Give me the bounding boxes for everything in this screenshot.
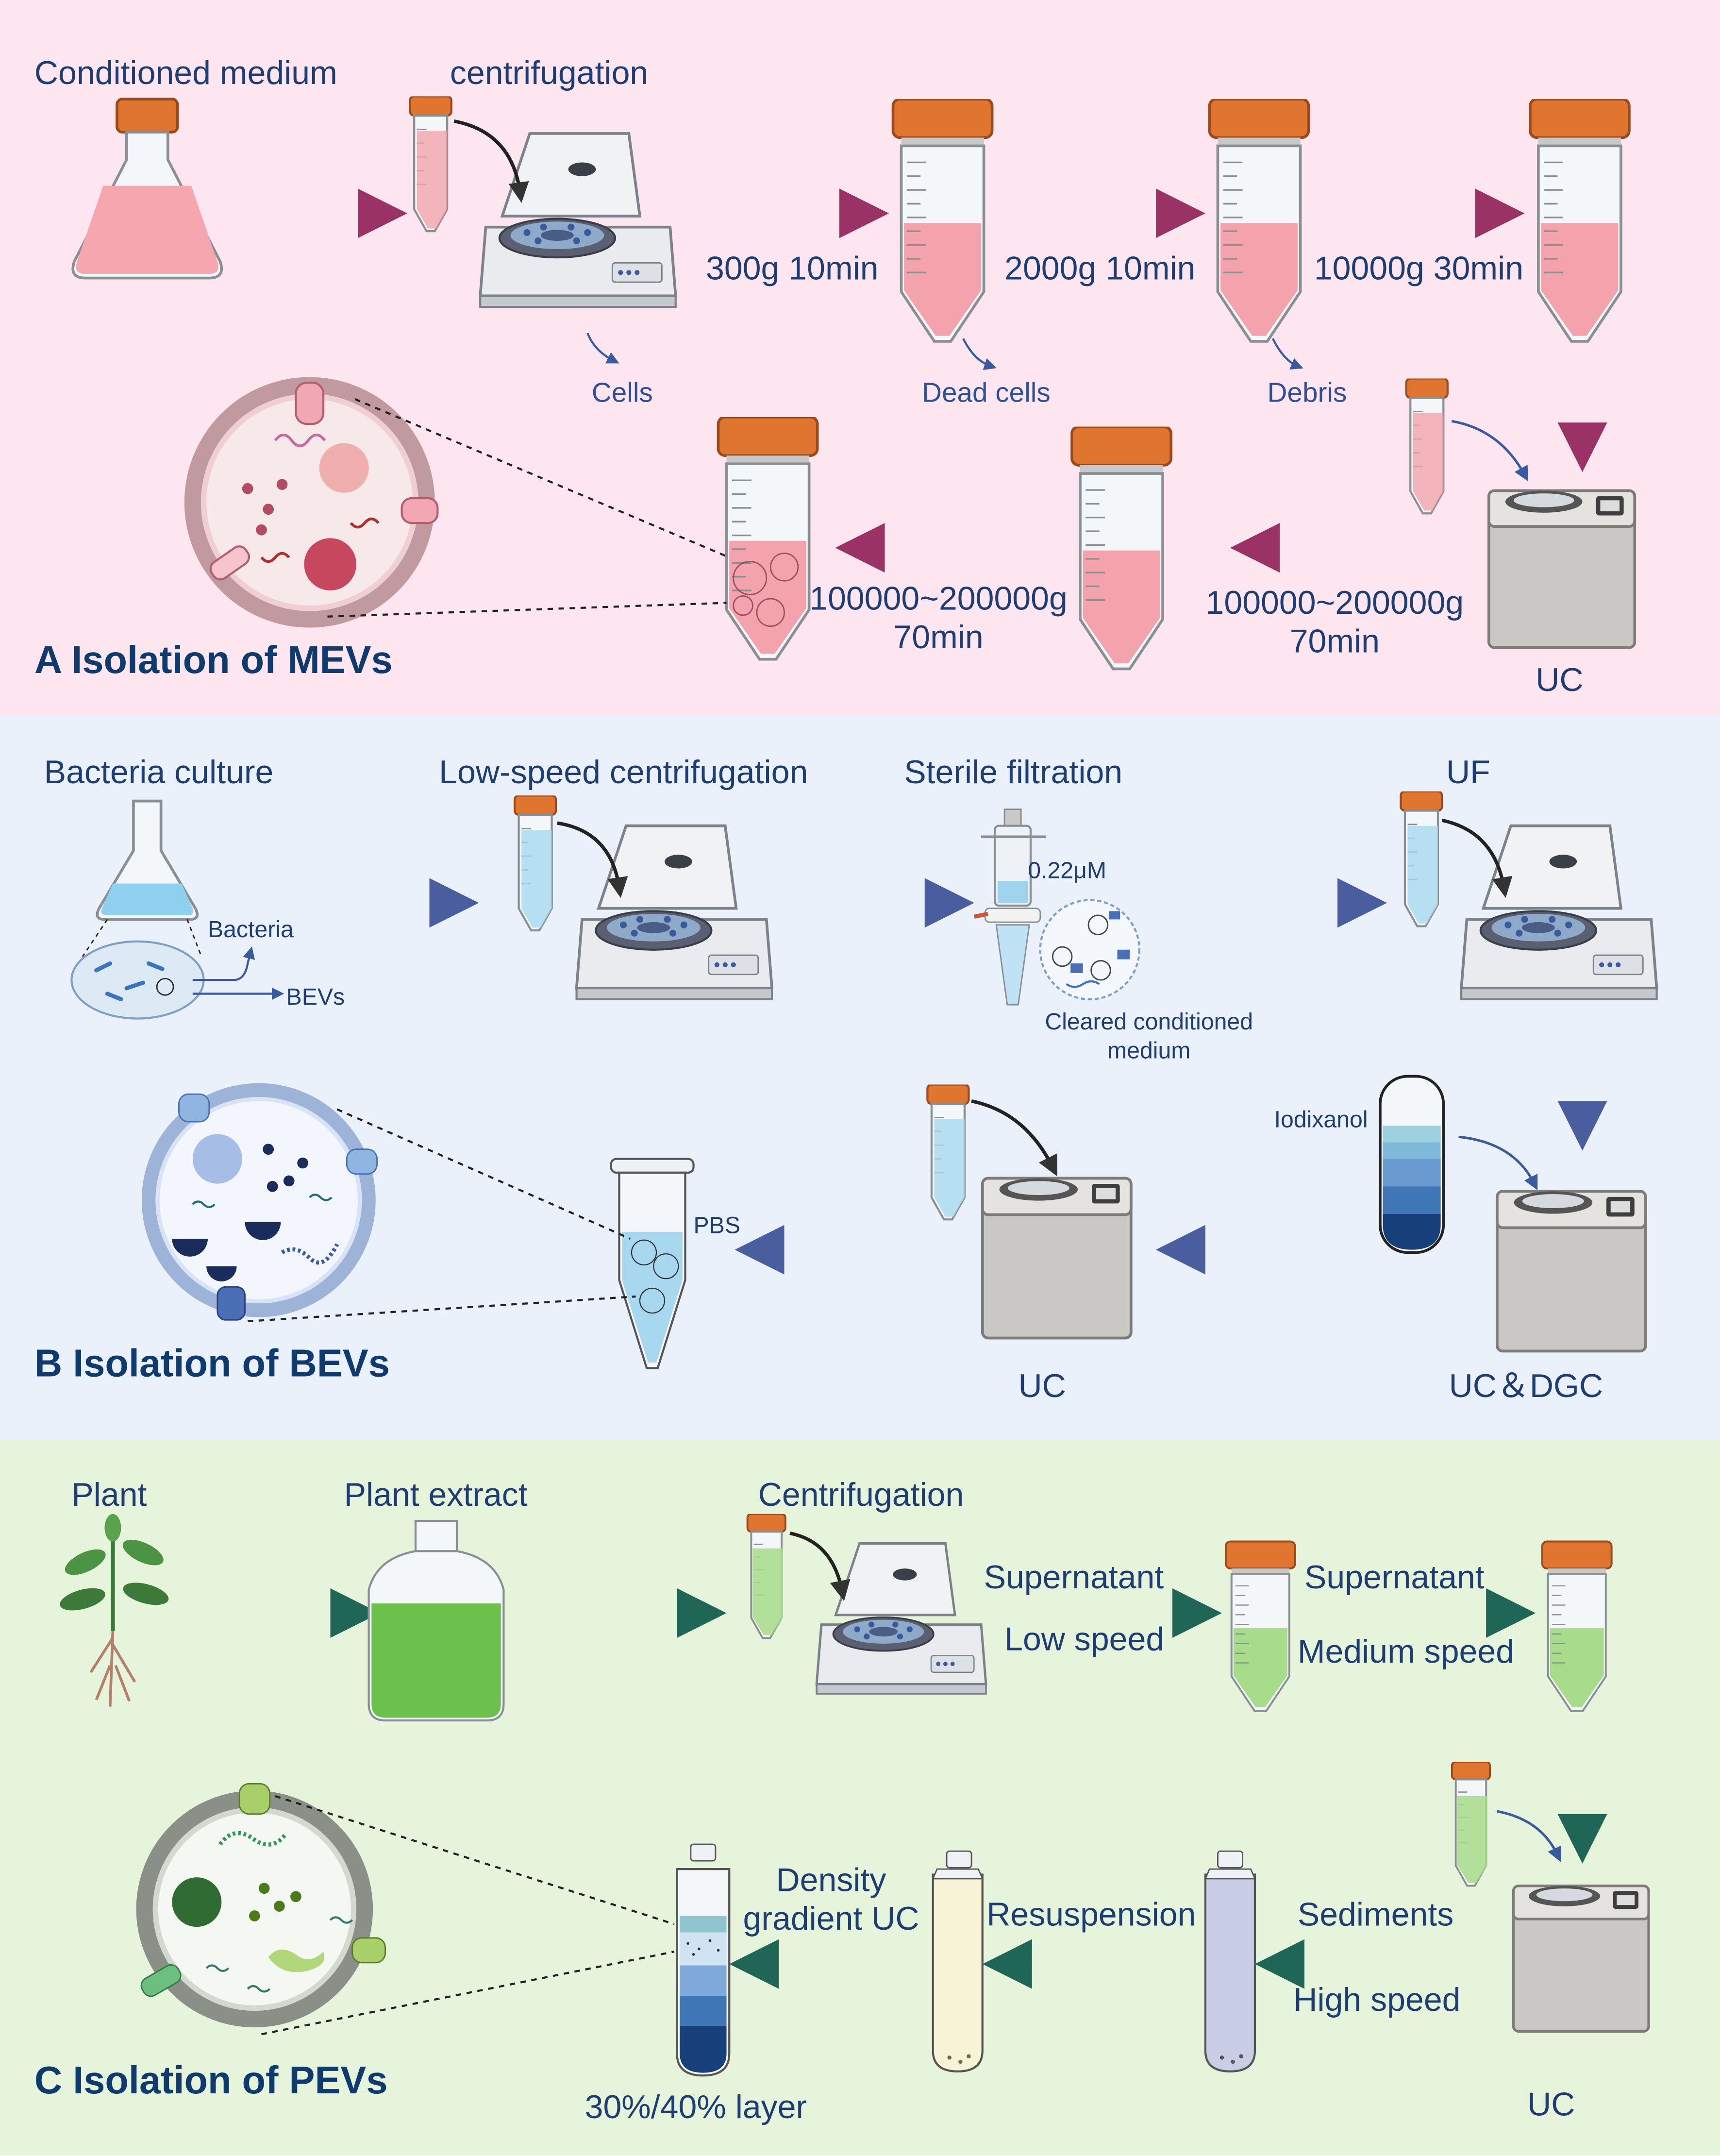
pev-vesicle-icon [136, 1783, 386, 2028]
uc-label-b: UC [1018, 1368, 1066, 1405]
bev-vesicle-icon [141, 1083, 378, 1321]
ultra-time-label-2: 70min [893, 619, 984, 657]
density-gradient-tube-icon [1379, 1075, 1445, 1254]
uc-dgc-label: UC＆DGC [1449, 1368, 1603, 1405]
bacteria-flask-icon [70, 799, 205, 1020]
step-10000g-label: 10000g 30min [1314, 250, 1524, 288]
filter-size-label: 0.22μM [1028, 857, 1106, 884]
density-gradient-label-1: Density [776, 1862, 886, 1900]
ultra-time-label-1: 70min [1289, 623, 1380, 661]
panel-c-graphics [60, 1514, 1649, 2077]
centrifugation-label: centrifugation [450, 55, 649, 92]
ultra-speed-label-1: 100000~200000g [1205, 585, 1464, 623]
conditioned-medium-label: Conditioned medium [34, 55, 337, 92]
panel-c-title: C Isolation of PEVs [34, 2059, 388, 2102]
cleared-medium-label-1: Cleared conditioned [1045, 1009, 1253, 1035]
resuspension-tube-icon [1204, 1850, 1256, 2072]
centrifugation-c-label: Centrifugation [758, 1477, 964, 1514]
iodixanol-label: Iodixanol [1274, 1106, 1368, 1133]
high-speed-label: High speed [1293, 1982, 1461, 2020]
extract-bottle-icon [367, 1519, 505, 1722]
uf-label: UF [1446, 754, 1490, 792]
low-speed-centrifugation-label: Low-speed centrifugation [439, 754, 808, 792]
sediments-label: Sediments [1297, 1896, 1454, 1934]
panel-a-graphics [71, 96, 1635, 669]
gradient-tube-icon [676, 1843, 731, 2077]
step-2000g-label: 2000g 10min [1004, 250, 1196, 288]
eppendorf-tube-icon [610, 1158, 695, 1369]
sterile-filtration-label: Sterile filtration [904, 754, 1123, 792]
plant-label: Plant [71, 1477, 147, 1514]
syringe-filter-icon [973, 808, 1046, 1006]
density-gradient-label-2: gradient UC [743, 1901, 919, 1938]
plant-icon [60, 1514, 169, 1707]
panel-a-title: A Isolation of MEVs [34, 639, 393, 682]
bevs-label: BEVs [286, 984, 345, 1011]
pbs-label: PBS [693, 1213, 740, 1239]
debris-label: Debris [1267, 378, 1347, 409]
plant-extract-label: Plant extract [344, 1477, 528, 1514]
supernatant-1-label: Supernatant [984, 1559, 1164, 1597]
panel-b-title: B Isolation of BEVs [34, 1342, 390, 1385]
layer-label: 30%/40% layer [584, 2089, 807, 2127]
dead-cells-label: Dead cells [922, 378, 1051, 409]
flask-icon [71, 98, 223, 280]
bacteria-label: Bacteria [207, 916, 294, 943]
cells-label: Cells [591, 378, 653, 409]
medium-speed-label: Medium speed [1297, 1634, 1515, 1671]
step-300g-label: 300g 10min [706, 250, 879, 288]
mev-vesicle-icon [184, 377, 439, 628]
bacteria-culture-label: Bacteria culture [44, 754, 274, 792]
ultra-speed-label-2: 100000~200000g [809, 581, 1068, 618]
pellet-tube-icon [932, 1850, 984, 2072]
resuspension-label: Resuspension [986, 1896, 1196, 1934]
low-speed-label: Low speed [1004, 1621, 1165, 1659]
panel-b-graphics [70, 792, 1656, 1369]
uc-label-a: UC [1536, 662, 1584, 699]
supernatant-2-label: Supernatant [1304, 1559, 1485, 1597]
uc-label-c: UC [1527, 2086, 1575, 2124]
cleared-medium-label-2: medium [1107, 1038, 1191, 1064]
